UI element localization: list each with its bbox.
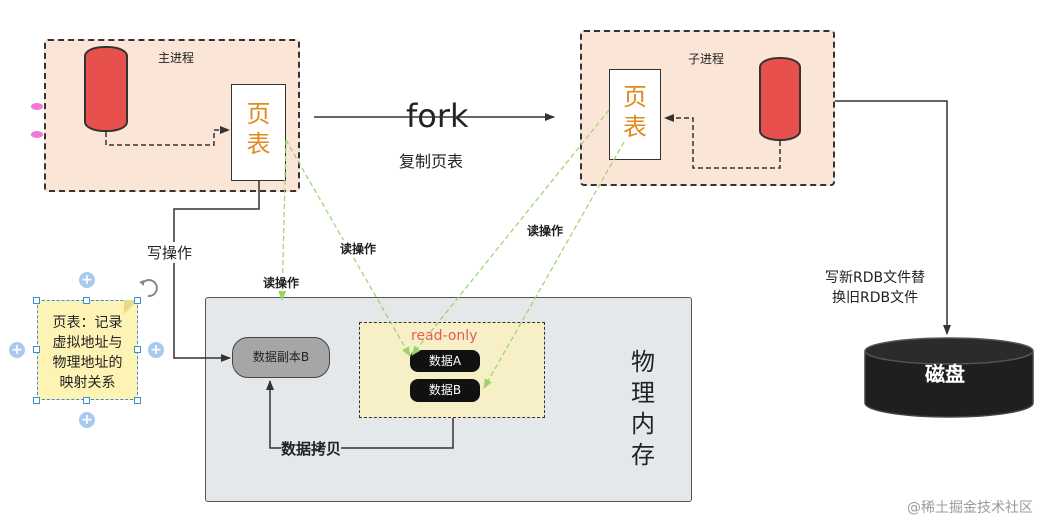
resize-handle[interactable] <box>134 346 141 353</box>
resize-handle[interactable] <box>33 397 40 404</box>
fork-label: fork <box>406 97 469 135</box>
main-process-title: 主进程 <box>158 51 195 65</box>
read-arrow-3a <box>411 109 610 356</box>
child-cylinder-to-page-table <box>664 114 781 169</box>
pink-dot-icon <box>31 103 43 110</box>
read-arrow-3b <box>483 141 625 389</box>
watermark: @稀土掘金技术社区 <box>907 500 1033 516</box>
add-connection-icon[interactable]: + <box>79 412 95 428</box>
read-arrow-1 <box>278 139 287 301</box>
rdb-arrow <box>835 100 951 335</box>
physical-memory-title: 物 理 内 存 <box>631 348 655 469</box>
data-copy-arrow <box>266 380 454 449</box>
write-arrow <box>173 181 260 362</box>
add-connection-icon[interactable]: + <box>79 272 95 288</box>
note-text: 页表：记录 虚拟地址与 物理地址的 映射关系 <box>52 315 123 391</box>
fork-caption: 复制页表 <box>399 152 464 171</box>
write-op-label: 写操作 <box>147 242 193 263</box>
pink-dot-icon <box>31 131 43 138</box>
main-process-cylinder <box>84 46 128 132</box>
data-a-block: 数据A <box>410 350 480 372</box>
add-connection-icon[interactable]: + <box>148 342 164 358</box>
child-page-table-label: 页表 <box>623 83 647 141</box>
rotate-icon[interactable] <box>138 278 160 298</box>
read-only-label: read-only <box>411 328 478 344</box>
read-op-label-1: 读操作 <box>263 274 300 291</box>
data-copy-label: 数据拷贝 <box>281 438 342 459</box>
resize-handle[interactable] <box>33 346 40 353</box>
rdb-label: 写新RDB文件替 换旧RDB文件 <box>825 268 926 308</box>
add-connection-icon[interactable]: + <box>9 342 25 358</box>
child-process-title: 子进程 <box>688 52 725 66</box>
resize-handle[interactable] <box>134 297 141 304</box>
data-b-block: 数据B <box>410 379 480 402</box>
disk-label: 磁盘 <box>925 362 965 386</box>
read-op-label-3: 读操作 <box>527 222 564 239</box>
resize-handle[interactable] <box>83 297 90 304</box>
page-table-note[interactable]: 页表：记录 虚拟地址与 物理地址的 映射关系 <box>37 300 138 400</box>
resize-handle[interactable] <box>134 397 141 404</box>
child-process-cylinder <box>759 57 801 141</box>
child-page-table: 页表 <box>609 69 661 160</box>
resize-handle[interactable] <box>83 397 90 404</box>
main-cylinder-to-page-table <box>105 126 230 146</box>
main-page-table: 页表 <box>231 84 286 181</box>
resize-handle[interactable] <box>33 297 40 304</box>
main-page-table-label: 页表 <box>246 100 271 158</box>
disk-cylinder <box>864 337 1034 418</box>
data-copy-b-block: 数据副本B <box>232 337 330 378</box>
read-op-label-2: 读操作 <box>340 240 377 257</box>
